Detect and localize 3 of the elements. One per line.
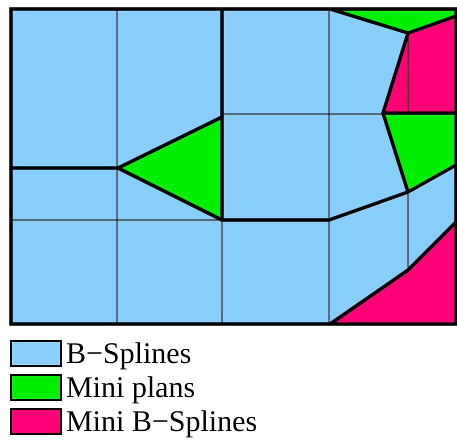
- legend-label: B−Splines: [66, 338, 192, 369]
- legend-label: Mini plans: [66, 372, 196, 403]
- legend-label: Mini B−Splines: [66, 406, 258, 437]
